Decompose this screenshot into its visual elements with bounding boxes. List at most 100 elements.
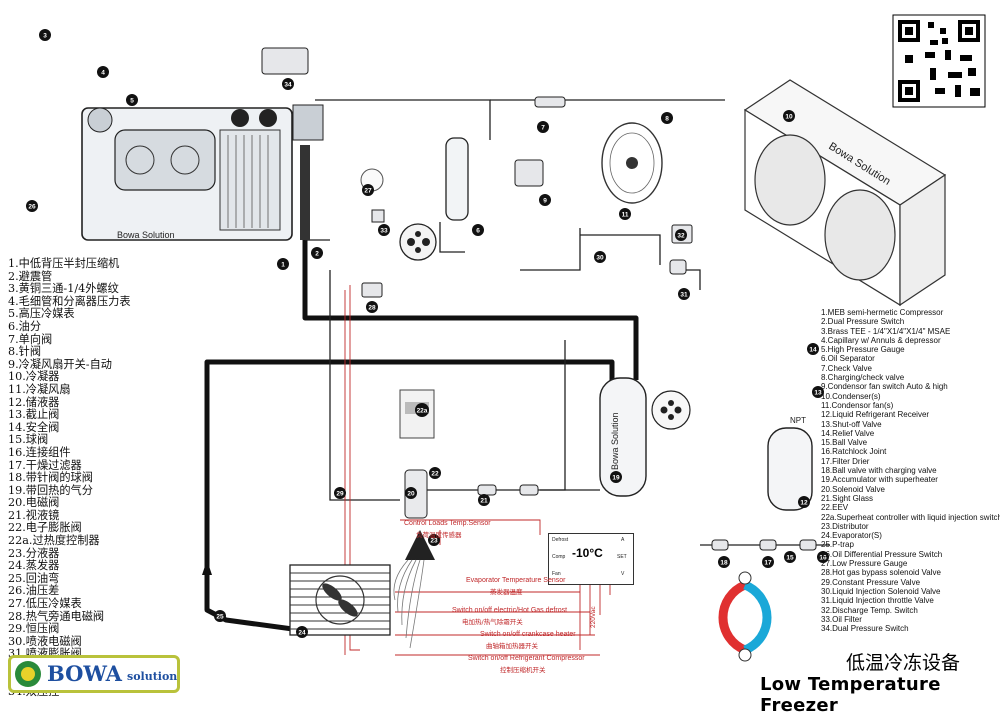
- wiring-label-defrost: Switch on/off electric/Hot Gas defrost: [452, 607, 568, 614]
- parts-en-item: 5.High Pressure Gauge: [821, 345, 905, 355]
- liquid-line-valves: [261, 47, 817, 551]
- callout-14: 14: [809, 347, 817, 354]
- controller-key-up: A: [621, 537, 625, 543]
- callout-13: 13: [814, 390, 822, 397]
- callout-23: 23: [430, 538, 438, 545]
- parts-cn-item: 9.冷凝风扇开关-自动: [8, 357, 112, 371]
- controller-display: -10°C: [572, 546, 603, 560]
- callout-4: 4: [101, 70, 105, 77]
- parts-cn-item: 8.针阀: [8, 345, 42, 359]
- wiring-label-compressor: Switch on/off Refrigerant Compressor: [468, 655, 585, 662]
- callout-22: 22: [431, 471, 439, 478]
- wiring-label-crankcase: Switch on/off crankcase heater: [480, 631, 576, 638]
- callout-7: 7: [541, 125, 545, 132]
- parts-cn-item: 21.视液镜: [8, 508, 60, 522]
- parts-cn-item: 17.干燥过滤器: [8, 458, 82, 472]
- controller-key-fan: Fan: [552, 571, 561, 577]
- wiring-label-compressor-cn: 控制压缩机开关: [500, 666, 546, 674]
- callout-16: 16: [819, 555, 827, 562]
- callout-2: 2: [315, 251, 319, 258]
- parts-en-item: 33.Oil Filter: [821, 614, 862, 624]
- parts-cn-item: 24.蒸发器: [8, 559, 60, 573]
- parts-en-item: 19.Accumulator with superheater: [821, 475, 938, 485]
- control-wiring: [344, 285, 611, 656]
- parts-cn-item: 10.冷凝器: [8, 370, 60, 384]
- parts-list-chinese: 1.中低背压半封压缩机 2.避震管 3.黄铜三通-1/4外螺纹 4.毛细管和分离…: [8, 257, 298, 699]
- callout-3: 3: [43, 33, 47, 40]
- parts-en-item: 12.Liquid Refrigerant Receiver: [821, 410, 930, 420]
- controller-key-comp: Comp: [552, 554, 566, 560]
- parts-en-item: 24.Evaporator(S): [821, 531, 882, 541]
- parts-en-item: 31.Liquid Injection throttle Valve: [821, 596, 934, 606]
- receiver-brand-label: Bowa Solution: [610, 412, 620, 470]
- parts-en-item: 6.Oil Separator: [821, 354, 875, 364]
- parts-en-item: 14.Relief Valve: [821, 428, 875, 438]
- callout-15: 15: [786, 555, 794, 562]
- parts-cn-item: 27.低压冷媒表: [8, 597, 82, 611]
- parts-en-item: 13.Shut-off Valve: [821, 419, 882, 429]
- callout-9: 9: [543, 198, 547, 205]
- controller-key-set: SET: [617, 554, 627, 560]
- parts-cn-item: 15.球阀: [8, 433, 49, 447]
- wiring-label-defrost-cn: 电加热/热气除霜开关: [462, 618, 523, 626]
- parts-en-item: 25.P-trap: [821, 540, 854, 550]
- parts-en-item: 15.Ball Valve: [821, 438, 868, 448]
- parts-cn-item: 28.热气旁通电磁阀: [8, 609, 105, 623]
- bowa-logo: BOWA solution: [8, 655, 180, 693]
- wiring-label-evap-sensor: Evaporator Temperature Sensor: [466, 577, 566, 584]
- parts-cn-item: 11.冷凝风扇: [8, 382, 71, 396]
- parts-en-item: 27.Low Pressure Gauge: [821, 559, 908, 569]
- callout-22a: 22a: [417, 408, 428, 415]
- parts-en-item: 8.Charging/check valve: [821, 373, 905, 383]
- callout-8: 8: [665, 116, 669, 123]
- callout-1: 1: [281, 262, 285, 269]
- page-title-english: Low Temperature Freezer: [760, 674, 941, 716]
- callout-17: 17: [764, 560, 772, 567]
- parts-en-item: 4.Capillary w/ Annuls & depressor: [821, 335, 941, 345]
- flow-arrow-up: [202, 560, 212, 575]
- wiring-label-evap-sensor-cn: 蒸发器温度: [490, 588, 523, 596]
- callout-5: 5: [130, 98, 134, 105]
- parts-en-item: 3.Brass TEE - 1/4"X1/4"X1/4" MSAE: [821, 326, 951, 336]
- oil-separator: [445, 137, 469, 221]
- wiring-label-crankcase-cn: 曲轴箱加热器开关: [486, 642, 538, 650]
- callout-28: 28: [368, 305, 376, 312]
- parts-en-item: 29.Constant Pressure Valve: [821, 577, 921, 587]
- parts-cn-item: 22.电子膨胀阀: [8, 521, 82, 535]
- callout-30: 30: [596, 255, 604, 262]
- parts-en-item: 10.Condenser(s): [821, 391, 881, 401]
- compressor: [81, 104, 324, 241]
- parts-en-item: 9.Condensor fan switch Auto & high: [821, 382, 948, 392]
- parts-en-item: 23.Distributor: [821, 521, 869, 531]
- callout-32: 32: [677, 233, 685, 240]
- callout-27: 27: [364, 188, 372, 195]
- logo-main-text: BOWA: [47, 661, 122, 686]
- parts-cn-item: 25.回油弯: [8, 571, 60, 585]
- liquid-receiver: [599, 377, 647, 497]
- qr-code: [892, 14, 986, 108]
- logo-sub-text: solution: [127, 670, 178, 683]
- callout-33: 33: [380, 228, 388, 235]
- parts-cn-item: 22a.过热度控制器: [8, 534, 100, 548]
- callout-10: 10: [785, 114, 793, 121]
- parts-cn-item: 23.分液器: [8, 546, 60, 560]
- parts-en-item: 20.Solenoid Valve: [821, 484, 885, 494]
- evaporator: [289, 564, 391, 636]
- callout-25: 25: [216, 614, 224, 621]
- callout-24: 24: [298, 630, 306, 637]
- parts-en-item: 30.Liquid Injection Solenoid Valve: [821, 586, 941, 596]
- parts-en-item: 16.Ratchlock Joint: [821, 447, 887, 457]
- parts-cn-item: 13.截止阀: [8, 408, 60, 422]
- parts-en-item: 34.Dual Pressure Switch: [821, 624, 909, 634]
- logo-emblem-icon: [15, 661, 41, 687]
- callout-31: 31: [680, 292, 688, 299]
- parts-cn-item: 16.连接组件: [8, 445, 71, 459]
- parts-en-item: 26.Oil Differential Pressure Switch: [821, 549, 943, 559]
- callout-20: 20: [407, 491, 415, 498]
- parts-en-item: 22a.Superheat controller with liquid inj…: [821, 512, 1000, 522]
- controller-key-down: V: [621, 571, 625, 577]
- callout-34: 34: [284, 82, 292, 89]
- voltage-label: 220Vac: [590, 606, 597, 628]
